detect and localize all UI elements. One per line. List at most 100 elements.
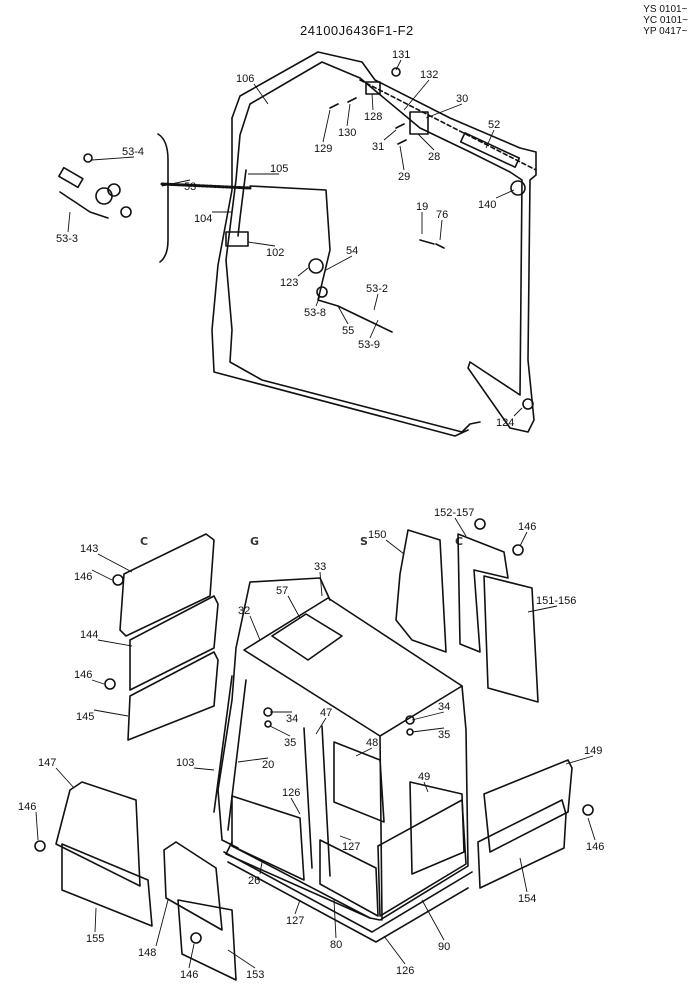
leader-127b bbox=[294, 899, 301, 915]
callout-146c: 146 bbox=[74, 669, 92, 681]
callout-155: 155 bbox=[86, 933, 104, 945]
callout-131: 131 bbox=[392, 49, 410, 61]
leader-48 bbox=[355, 747, 373, 757]
callout-32: 32 bbox=[238, 605, 250, 617]
callout-152-157: 152-157 bbox=[434, 507, 474, 519]
callout-35a: 35 bbox=[284, 737, 296, 749]
cab-roof-outline bbox=[217, 577, 331, 849]
frame-inner bbox=[211, 117, 469, 437]
callout-53-2: 53-2 bbox=[366, 283, 388, 295]
leader-53-8 bbox=[315, 295, 321, 307]
callout-140: 140 bbox=[478, 199, 496, 211]
callout-80: 80 bbox=[330, 939, 342, 951]
callout-57: 57 bbox=[276, 585, 288, 597]
callout-53-8: 53-8 bbox=[304, 307, 326, 319]
callout-102: 102 bbox=[266, 247, 284, 259]
leader-102 bbox=[247, 241, 276, 247]
panel-149 bbox=[483, 759, 573, 853]
cab-body bbox=[213, 577, 473, 943]
leader-146b bbox=[91, 569, 113, 581]
callout-103: 103 bbox=[176, 757, 194, 769]
lever-cable-assembly bbox=[157, 133, 393, 333]
serial-range-yc: YC 0101~ bbox=[643, 15, 688, 26]
leader-34b bbox=[411, 711, 445, 721]
callout-53-4: 53-4 bbox=[122, 146, 144, 158]
callout-128: 128 bbox=[364, 111, 382, 123]
callout-26: 26 bbox=[248, 875, 260, 887]
serial-ranges: YS 0101~ YC 0101~ YP 0417~ bbox=[643, 4, 688, 37]
leader-146f bbox=[188, 943, 195, 969]
callout-49: 49 bbox=[418, 771, 430, 783]
leader-103 bbox=[193, 767, 215, 771]
callout-149: 149 bbox=[584, 745, 602, 757]
leader-146d bbox=[35, 811, 39, 841]
watermark-letter-c1: C bbox=[140, 535, 148, 548]
callout-34a: 34 bbox=[286, 713, 298, 725]
callout-129: 129 bbox=[314, 143, 332, 155]
leader-49 bbox=[423, 781, 429, 793]
leader-90 bbox=[421, 899, 445, 941]
callout-126a: 126 bbox=[282, 787, 300, 799]
watermark-logo: C G S C bbox=[140, 535, 463, 548]
callout-90: 90 bbox=[438, 941, 450, 953]
callout-29: 29 bbox=[398, 171, 410, 183]
leader-152-157 bbox=[454, 517, 467, 537]
callout-146b: 146 bbox=[74, 571, 92, 583]
leader-148 bbox=[155, 899, 169, 947]
callout-143: 143 bbox=[80, 543, 98, 555]
callout-33: 33 bbox=[314, 561, 326, 573]
callout-19: 19 bbox=[416, 201, 428, 213]
leader-52 bbox=[485, 129, 495, 149]
panel-150 bbox=[395, 529, 447, 653]
leader-54 bbox=[325, 255, 353, 271]
leader-123 bbox=[297, 267, 309, 277]
bolt-pair bbox=[419, 239, 445, 249]
leader-76 bbox=[439, 219, 443, 241]
leader-53-2 bbox=[373, 293, 379, 311]
latch-assembly bbox=[329, 67, 429, 145]
leader-140 bbox=[495, 189, 515, 199]
callout-47: 47 bbox=[320, 707, 332, 719]
leader-129 bbox=[322, 109, 331, 143]
panel-49 bbox=[409, 781, 465, 875]
leader-30 bbox=[425, 103, 463, 119]
callout-105: 105 bbox=[270, 163, 288, 175]
watermark-letter-s: S bbox=[360, 535, 368, 548]
callout-54: 54 bbox=[346, 245, 358, 257]
callout-124: 124 bbox=[496, 417, 514, 429]
callout-52: 52 bbox=[488, 119, 500, 131]
callout-76: 76 bbox=[436, 209, 448, 221]
leader-131 bbox=[395, 59, 402, 71]
leader-147 bbox=[55, 767, 75, 789]
leader-146e bbox=[587, 817, 596, 841]
callout-53: 53 bbox=[184, 181, 196, 193]
cab-front-pillar bbox=[213, 675, 331, 877]
leader-106 bbox=[253, 83, 269, 105]
callout-34b: 34 bbox=[438, 701, 450, 713]
strut-end-cap bbox=[510, 180, 526, 196]
drawing-code: 24100J6436F1-F2 bbox=[300, 23, 414, 38]
cab-floor-mat bbox=[227, 861, 469, 943]
panel-151-156 bbox=[483, 575, 539, 703]
leader-80 bbox=[333, 899, 337, 939]
callout-123: 123 bbox=[280, 277, 298, 289]
callout-146e: 146 bbox=[586, 841, 604, 853]
leader-126b bbox=[383, 935, 406, 965]
callout-31: 31 bbox=[372, 141, 384, 153]
callout-146f: 146 bbox=[180, 969, 198, 981]
cab-roof-hatch bbox=[271, 613, 343, 661]
panel-144 bbox=[129, 595, 219, 691]
leader-127a bbox=[339, 835, 352, 841]
leader-145 bbox=[93, 709, 129, 717]
leader-146a bbox=[519, 531, 528, 547]
panel-90 bbox=[377, 799, 467, 917]
panel-155 bbox=[61, 843, 153, 927]
callout-30: 30 bbox=[456, 93, 468, 105]
callout-144: 144 bbox=[80, 629, 98, 641]
callout-104: 104 bbox=[194, 213, 212, 225]
screw-symbols bbox=[34, 518, 594, 944]
serial-range-ys: YS 0101~ bbox=[643, 4, 688, 15]
callout-130: 130 bbox=[338, 127, 356, 139]
